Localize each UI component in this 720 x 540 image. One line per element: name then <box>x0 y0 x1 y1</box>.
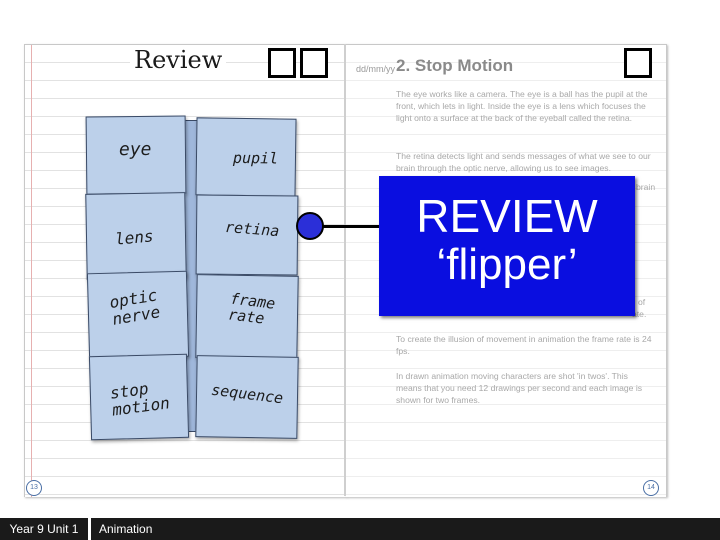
flipper-flap-stop-motion[interactable]: stop motion <box>88 353 190 441</box>
connector-line <box>310 225 390 228</box>
left-page-number: 13 <box>26 480 42 496</box>
paragraph-animation: In drawn animation moving characters are… <box>396 371 643 405</box>
flipper-flap-sequence[interactable]: sequence <box>195 355 299 439</box>
flipper-flap-lens[interactable]: lens <box>85 192 187 280</box>
connector-dot <box>296 212 324 240</box>
notebook-spine <box>344 44 346 496</box>
flipper-flap-optic-nerve[interactable]: optic nerve <box>86 270 190 360</box>
missing-glyph-icon <box>624 48 652 78</box>
missing-glyph-icon <box>300 48 328 78</box>
paragraph-retina: The retina detects light and sends messa… <box>396 151 651 173</box>
date-label: dd/mm/yy <box>356 64 396 74</box>
flap-label: stop motion <box>108 378 171 420</box>
page-heading: 2. Stop Motion <box>396 56 514 75</box>
flap-label: eye <box>118 138 152 161</box>
flipper-flap-eye[interactable]: eye <box>85 115 187 195</box>
missing-glyph-icon <box>268 48 296 78</box>
review-title: Review <box>130 46 227 74</box>
flap-label: sequence <box>210 380 285 408</box>
paragraph-fragment: of <box>638 297 646 307</box>
flipper-flap-frame-rate[interactable]: frame rate <box>195 274 299 360</box>
flap-label: retina <box>224 217 280 241</box>
flap-label: optic nerve <box>108 285 162 329</box>
paragraph-eye: The eye works like a camera. The eye is … <box>396 89 648 123</box>
flipper-flap-pupil[interactable]: pupil <box>195 117 297 197</box>
footer-unit-label: Year 9 Unit 1 <box>0 518 88 540</box>
flap-label: pupil <box>232 148 279 168</box>
paragraph-frame-rate: To create the illusion of movement in an… <box>396 334 652 356</box>
footer-topic-label: Animation <box>91 518 720 540</box>
callout-title: REVIEW <box>416 190 598 242</box>
review-flipper-callout: REVIEW ‘flipper’ <box>379 176 635 316</box>
flipper-flap-retina[interactable]: retina <box>195 194 299 276</box>
right-page-number: 14 <box>643 480 659 496</box>
paragraph-fragment: brain <box>636 182 656 192</box>
flap-label: lens <box>114 226 155 249</box>
flap-label: frame rate <box>227 289 277 328</box>
callout-subtitle: ‘flipper’ <box>436 240 578 289</box>
paragraph-fragment: ate. <box>632 309 647 319</box>
